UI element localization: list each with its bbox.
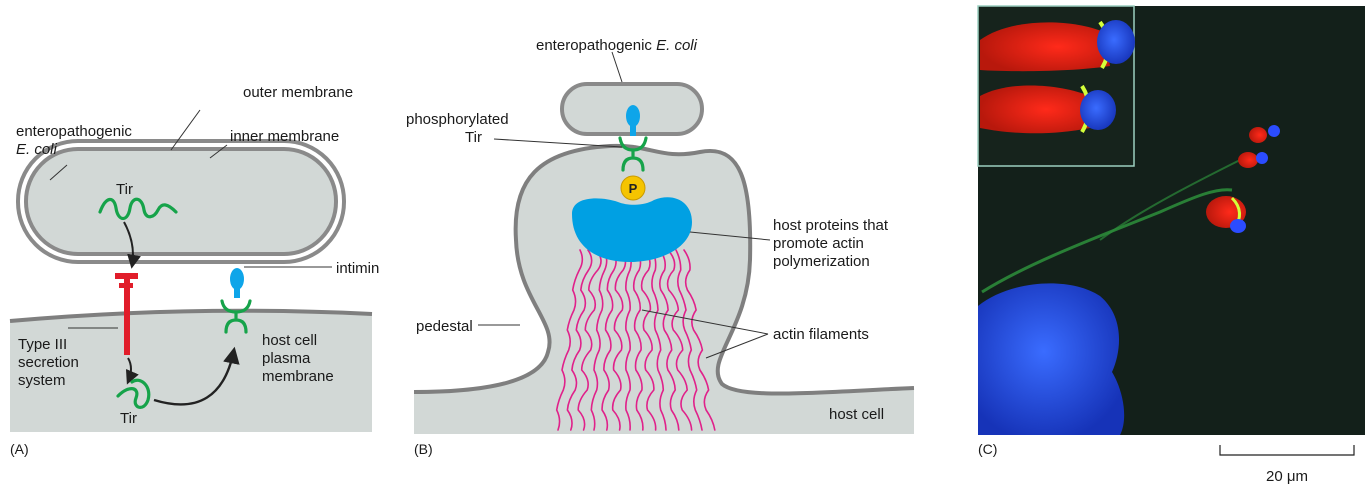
panel-a: outer membrane enteropathogenic E. coli … [10,84,379,457]
label-secretion-line2: secretion [18,354,79,371]
phosphate-group: P [621,176,645,200]
label-ecoli-b-italic: E. coli [656,37,698,54]
label-host-proteins-line1: host proteins that [773,217,889,234]
label-ecoli-b-prefix: enteropathogenic [536,37,656,54]
leader-ecoli-b [612,52,622,82]
leader-outer-membrane [171,110,200,150]
phosphate-label: P [629,181,638,196]
label-ecoli-a-line2: E. coli [16,141,58,158]
label-host-line2: plasma [262,350,311,367]
label-host-line1: host cell [262,332,317,349]
label-intimin: intimin [336,260,379,277]
label-phospho-line2: Tir [465,129,482,146]
label-host-proteins-line2: promote actin [773,235,864,252]
label-tir-bottom: Tir [120,410,137,427]
label-inner-membrane: inner membrane [230,128,339,145]
panel-b-letter: (B) [414,441,433,457]
panel-c: 20 μm (C) [978,6,1365,485]
label-host-cell-b: host cell [829,406,884,423]
label-outer-membrane: outer membrane [243,84,353,101]
label-host-line3: membrane [262,368,334,385]
label-phospho-line1: phosphorylated [406,111,509,128]
label-host-proteins-line3: polymerization [773,253,870,270]
panel-b: P enteropathogenic E. coli phosphorylate… [406,37,914,457]
inset-pedestal-2 [980,85,1116,133]
intimin-shape [230,268,244,298]
host-nucleus [978,283,1124,435]
label-ecoli-b: enteropathogenic E. coli [536,37,698,54]
label-secretion-line3: system [18,372,66,389]
label-ecoli-a-line1: enteropathogenic [16,123,132,140]
scale-bar [1220,445,1354,455]
panel-a-letter: (A) [10,441,29,457]
leader-phospho [494,139,622,147]
scale-bar-label: 20 μm [1266,468,1308,485]
label-tir-top: Tir [116,181,133,198]
label-actin-filaments: actin filaments [773,326,869,343]
label-pedestal: pedestal [416,318,473,335]
label-secretion-line1: Type III [18,336,67,353]
inner-membrane-shape [26,149,336,254]
panel-c-letter: (C) [978,441,997,457]
